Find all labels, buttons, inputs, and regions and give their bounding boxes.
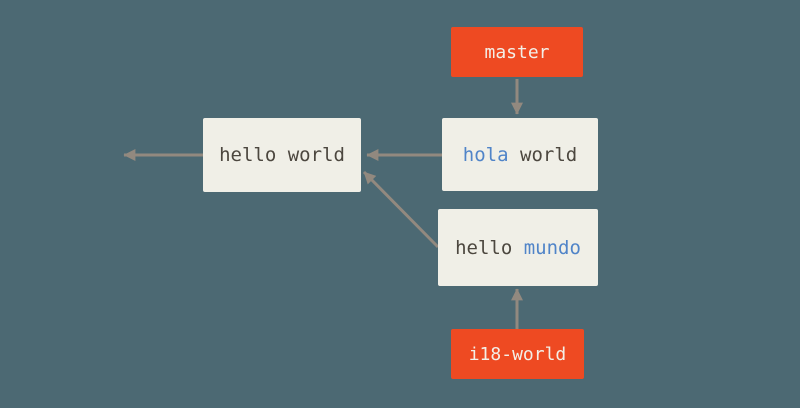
branch-label-master-text: master bbox=[484, 41, 550, 63]
branch-label-master: master bbox=[451, 27, 583, 77]
branch-label-i18-world: i18-world bbox=[451, 329, 584, 379]
commit-node-hello-world: hello world bbox=[203, 118, 361, 192]
commit-text-hello: hello bbox=[455, 236, 524, 259]
arrow-hello-mundo-to-hello-world bbox=[362, 170, 440, 249]
commit-text-hola: hola bbox=[462, 143, 509, 166]
commit-text-world: world bbox=[508, 143, 578, 166]
commit-node-hello-mundo: hello mundo bbox=[438, 209, 598, 286]
commit-text-hello-world: hello world bbox=[219, 144, 345, 166]
commit-text-mundo: mundo bbox=[523, 236, 581, 259]
commit-node-hola-world: hola world bbox=[442, 118, 598, 191]
branch-label-i18-world-text: i18-world bbox=[468, 343, 567, 365]
